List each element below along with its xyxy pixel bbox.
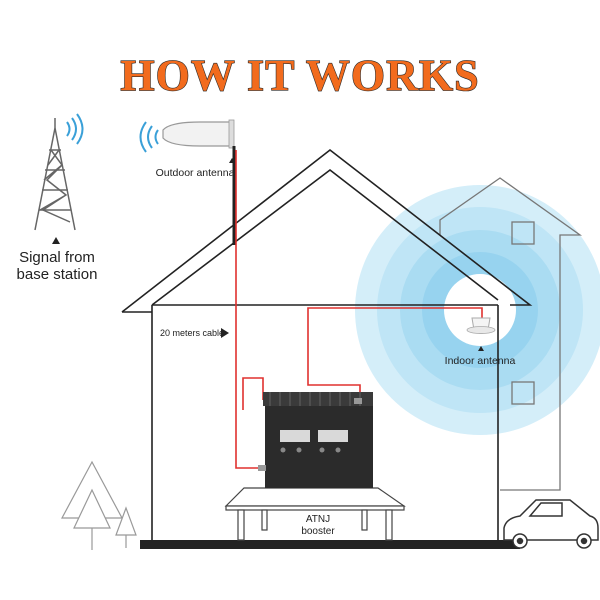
signal-label-line1: Signal from [19,249,95,266]
booster-label-line1: ATNJ [306,514,330,525]
cable-label: 20 meters cable [160,328,224,338]
neighbor-house [439,177,583,491]
booster-table [224,487,406,541]
booster-label-line2: booster [301,526,335,537]
tree-icon [60,460,124,550]
tree-icon [115,506,137,548]
arrow-right-icon [221,328,229,338]
tower-icon [34,118,76,231]
signal-waves-icon [139,121,159,153]
signal-waves-icon [66,113,84,145]
arrow-up-icon [52,237,60,244]
outdoor-antenna-label: Outdoor antenna [156,167,235,179]
coverage-area [355,185,600,435]
house [121,148,533,548]
indoor-antenna-icon [466,317,496,334]
car-icon [503,499,599,549]
booster-device-icon [258,392,373,488]
page-title: HOW IT WORKS [120,51,479,100]
ground-line [140,540,520,549]
outdoor-antenna-icon [162,119,235,149]
indoor-antenna-label: Indoor antenna [445,355,516,367]
arrow-up-icon [478,346,484,351]
cable [235,150,483,469]
signal-label-line2: base station [17,266,98,283]
